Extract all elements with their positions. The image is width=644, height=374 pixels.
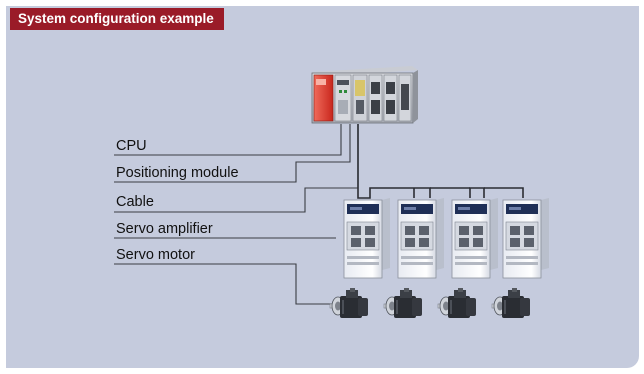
servo-amplifier-2 (397, 197, 447, 281)
servo-motors (329, 287, 531, 319)
label-servo-amplifier: Servo amplifier (116, 221, 213, 237)
label-cable: Cable (116, 194, 154, 210)
diagram-title: System configuration example (10, 8, 224, 30)
label-servo-motor: Servo motor (116, 247, 195, 263)
servo-amplifier-3 (451, 197, 501, 281)
diagram-panel (6, 6, 639, 368)
plc-rack (311, 66, 418, 124)
label-cpu: CPU (116, 138, 147, 154)
label-positioning-module: Positioning module (116, 165, 239, 181)
servo-cable (357, 124, 524, 199)
servo-amplifier-4 (502, 197, 552, 281)
servo-amplifier-1 (343, 197, 393, 281)
servo-motor-2 (383, 287, 423, 319)
servo-amplifiers (343, 197, 552, 281)
servo-motor-3 (437, 287, 477, 319)
servo-motor-4 (491, 287, 531, 319)
servo-motor-1 (329, 287, 369, 319)
leader-lines (114, 124, 359, 305)
